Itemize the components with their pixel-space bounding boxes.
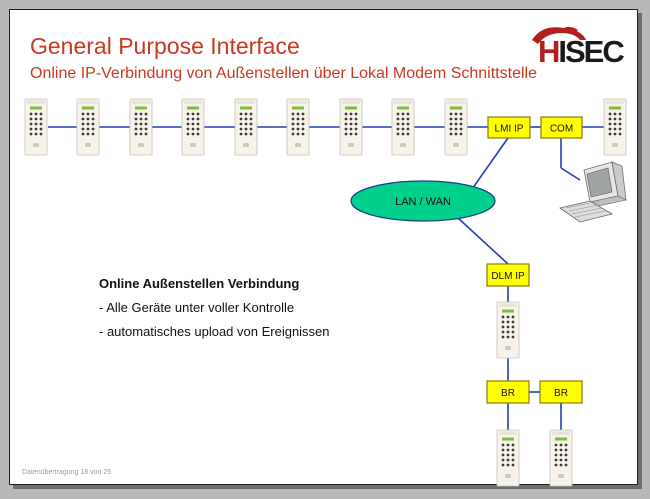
keypad-terminal-icon	[496, 429, 520, 487]
computer-icon	[559, 161, 627, 223]
page-title: General Purpose Interface	[30, 33, 300, 59]
keypad-terminal-icon	[234, 98, 258, 156]
description-line-2: - automatisches upload von Ereignissen	[99, 324, 330, 339]
keypad-terminal-icon	[339, 98, 363, 156]
lan-wan-cloud: LAN / WAN	[350, 180, 496, 222]
keypad-terminal-icon	[76, 98, 100, 156]
dlm-ip-box: DLM IP	[486, 263, 530, 287]
description-line-1: - Alle Geräte unter voller Kontrolle	[99, 300, 295, 315]
connection-lines	[48, 126, 604, 430]
page-subtitle: Online IP-Verbindung von Außenstellen üb…	[30, 65, 537, 82]
description-block: Online Außenstellen Verbindung - Alle Ge…	[99, 276, 330, 348]
slide	[9, 9, 638, 485]
lmi-ip-label: LMI IP	[495, 124, 524, 135]
com-label: COM	[550, 124, 573, 135]
lmi-ip-box: LMI IP	[487, 116, 531, 139]
keypad-terminal-icon	[603, 98, 627, 156]
keypad-terminal-icon	[549, 429, 573, 487]
keypad-terminal-icon	[286, 98, 310, 156]
keypad-terminal-icon	[181, 98, 205, 156]
com-pc-link-2	[560, 167, 581, 181]
keypad-terminal-icon	[24, 98, 48, 156]
keypad-terminal-icon	[444, 98, 468, 156]
logo-wordmark: HISEC	[538, 34, 625, 69]
br-label-1: BR	[501, 388, 515, 399]
lan-wan-label: LAN / WAN	[395, 196, 451, 208]
slide-footer: Datenübertragung 18 von 25	[22, 469, 112, 476]
lmi-lan-link	[469, 137, 509, 193]
eagle-icon	[532, 26, 586, 44]
hisec-logo: HISEC	[524, 22, 625, 74]
lan-dlm-link	[457, 217, 509, 265]
br-label-2: BR	[554, 388, 568, 399]
keypad-terminal-icon	[391, 98, 415, 156]
com-box: COM	[540, 116, 583, 139]
dlm-ip-label: DLM IP	[491, 271, 525, 282]
description-heading: Online Außenstellen Verbindung	[99, 276, 300, 291]
keypad-terminal-icon	[496, 301, 520, 359]
br-box-2: BR	[539, 380, 583, 404]
br-box-1: BR	[486, 380, 530, 404]
keypad-terminal-icon	[129, 98, 153, 156]
